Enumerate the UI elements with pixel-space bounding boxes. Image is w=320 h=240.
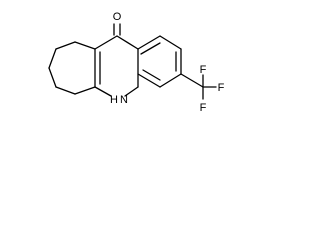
carbonyl-bond xyxy=(113,23,121,36)
fluorine-top-label: F xyxy=(200,64,207,76)
molecule-drawing: O N H F F F xyxy=(48,11,225,114)
structure-diagram: O N H F F F xyxy=(0,0,239,133)
pyridone-ring xyxy=(94,35,139,97)
fluorine-bottom-label: F xyxy=(200,102,207,114)
benzene-ring xyxy=(137,35,182,88)
hydrogen-label: H xyxy=(110,94,118,106)
cycloheptane-ring xyxy=(48,41,96,95)
oxygen-label: O xyxy=(113,11,122,23)
nitrogen-label: N xyxy=(120,94,128,106)
trifluoromethyl-group xyxy=(180,73,217,100)
fluorine-right-label: F xyxy=(218,82,225,94)
